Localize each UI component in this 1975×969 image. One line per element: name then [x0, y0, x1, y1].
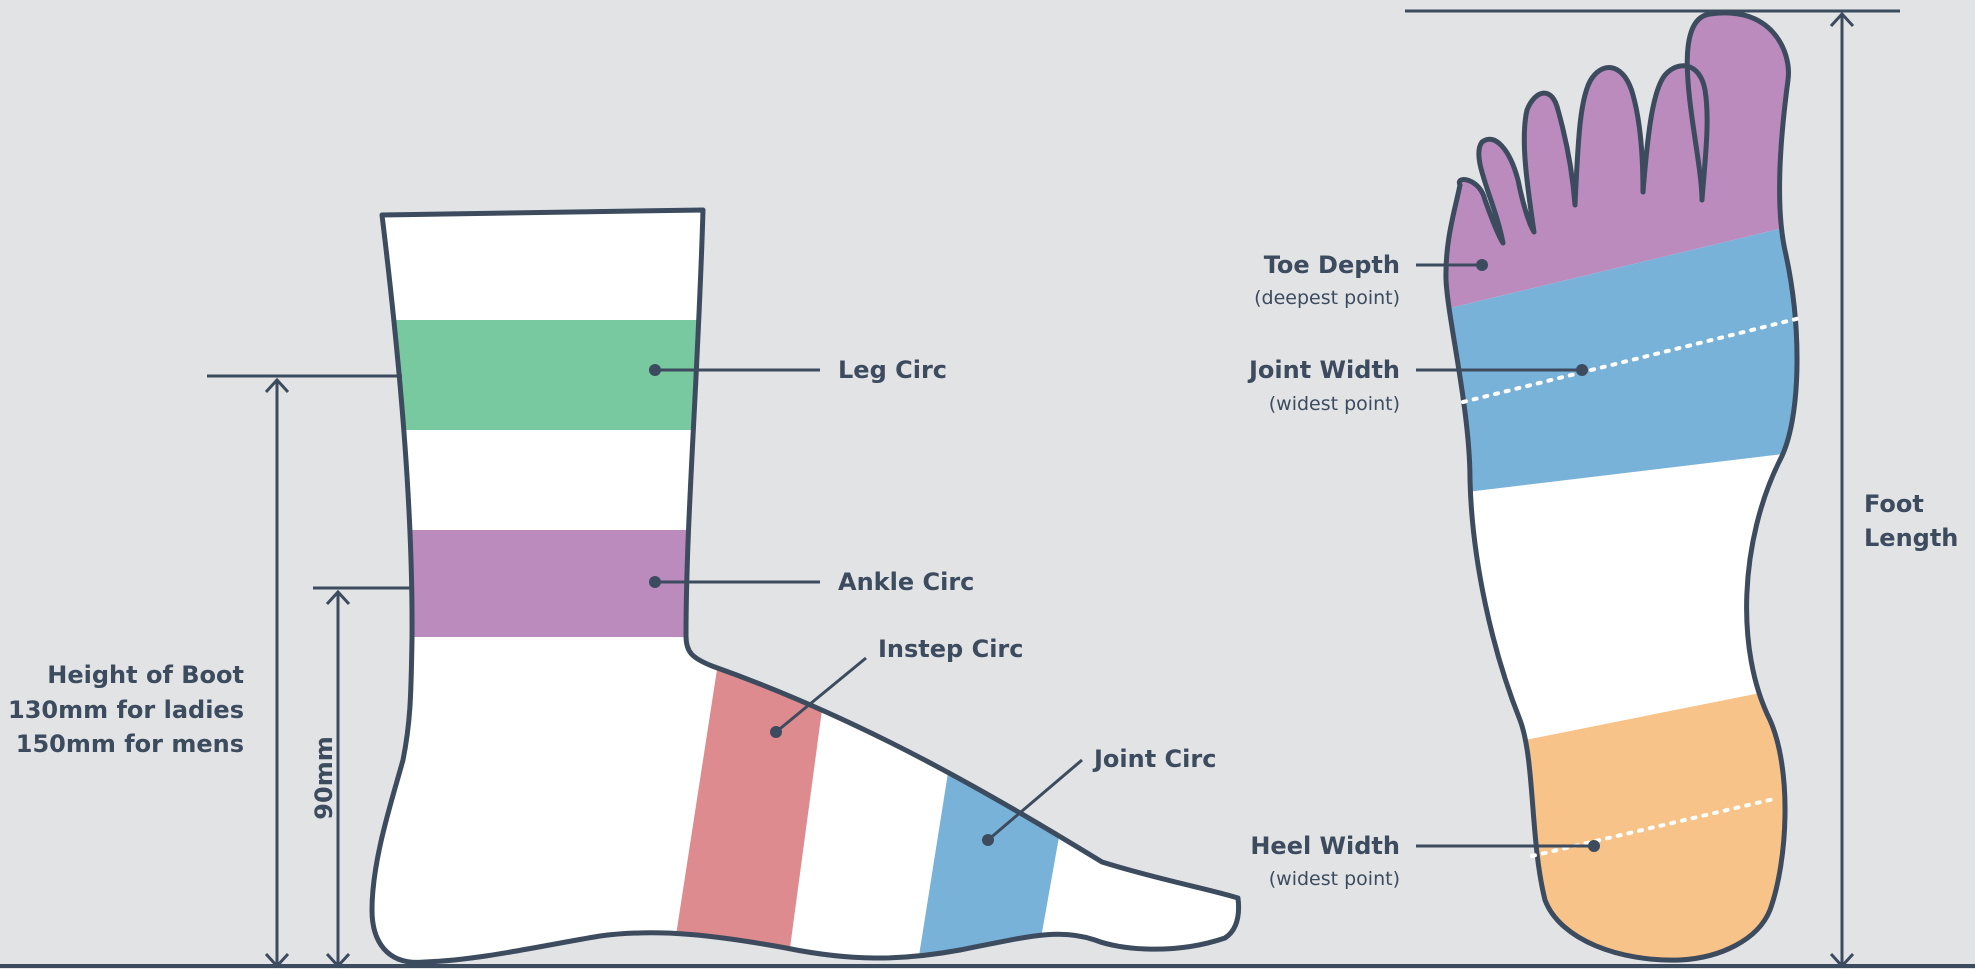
sole-outline [1443, 10, 1800, 963]
instep-circ-band [666, 650, 826, 963]
joint-circ-label: Joint Circ [1092, 745, 1216, 773]
foot-sole [1443, 10, 1802, 963]
height-of-boot-label: Height of Boot [47, 661, 244, 689]
joint-width-label: Joint Width [1247, 356, 1400, 384]
ladies-height-label: 130mm for ladies [8, 696, 244, 724]
foot-length-arrow-down [1829, 952, 1855, 969]
foot-length-label-line2: Length [1864, 524, 1958, 552]
joint-width-region [1445, 200, 1797, 500]
mens-height-label: 150mm for mens [16, 730, 244, 758]
leg-circ-dot [649, 364, 661, 376]
height-of-boot-dimension [207, 374, 412, 969]
ankle-circ-dot [649, 576, 661, 588]
foot-length-dimension [1405, 9, 1900, 969]
side-foot-outline [369, 207, 1242, 965]
boot-height-arrow-down [264, 952, 290, 969]
ninety-mm-arrow-up [325, 589, 351, 606]
instep-circ-leader [775, 656, 867, 734]
heel-width-dot [1588, 840, 1600, 852]
leg-circ-label: Leg Circ [838, 356, 947, 384]
joint-circ-leader [987, 758, 1083, 842]
instep-circ-label: Instep Circ [878, 635, 1024, 663]
ninety-mm-arrow-down [325, 952, 351, 969]
joint-width-dot [1576, 364, 1588, 376]
ninety-mm-label: 90mm [310, 736, 338, 819]
foot-length-arrow-up [1829, 11, 1855, 28]
boot-height-arrow-up [264, 377, 290, 394]
labels: Leg Circ Ankle Circ Instep Circ Joint Ci… [8, 251, 1958, 890]
toe-depth-label: Toe Depth [1264, 251, 1400, 279]
heel-width-note: (widest point) [1269, 868, 1400, 890]
instep-circ-dot [770, 726, 782, 738]
toe-depth-note: (deepest point) [1254, 287, 1400, 309]
foot-length-label-line1: Foot [1864, 490, 1924, 518]
joint-width-note: (widest point) [1269, 393, 1400, 415]
ankle-circ-label: Ankle Circ [838, 568, 974, 596]
joint-circ-dot [982, 834, 994, 846]
joint-width-dotted-line [1461, 316, 1802, 404]
callout-leaders [649, 259, 1600, 852]
toe-depth-dot [1476, 259, 1488, 271]
heel-width-label: Heel Width [1250, 832, 1400, 860]
